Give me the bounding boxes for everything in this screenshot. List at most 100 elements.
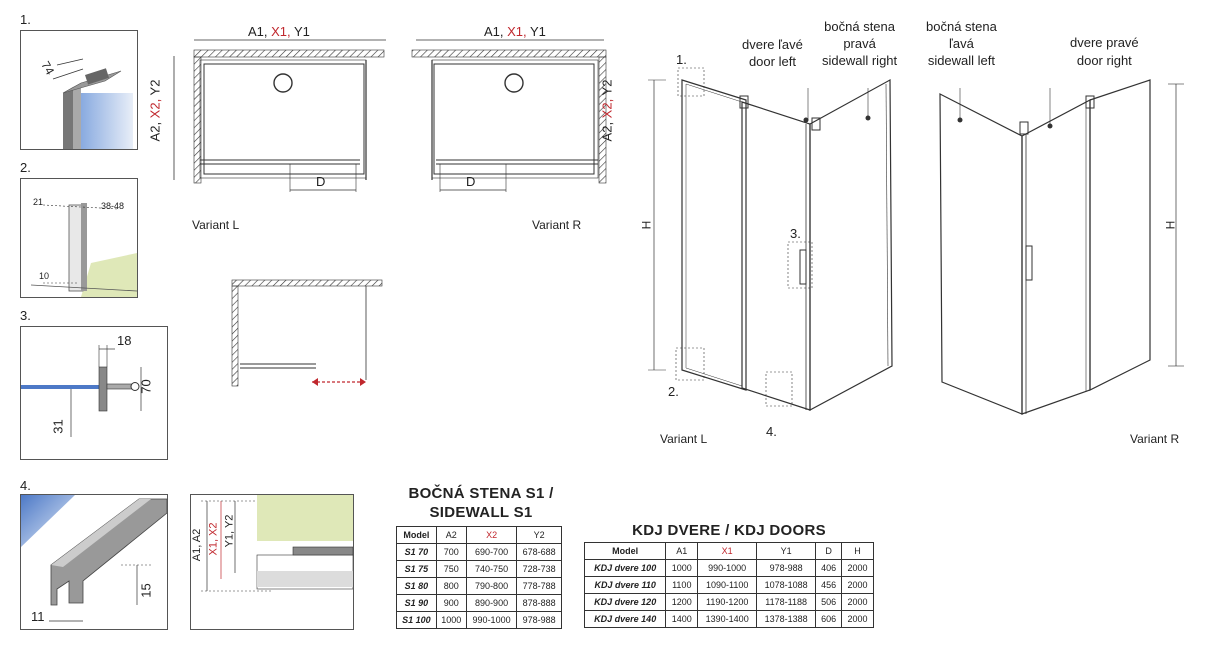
table-cell: 506 <box>815 593 843 611</box>
sidewall-left-label-en: sidewall left <box>927 53 996 68</box>
table-cell: S1 90 <box>396 594 437 612</box>
table-cell: 790-800 <box>465 577 518 595</box>
detail-3-drawing <box>21 345 142 437</box>
dim-a1: A1, <box>484 24 508 39</box>
plan-variant-l-label: Variant L <box>192 218 240 232</box>
sidewall-right-label-sk: bočná stena <box>824 19 895 34</box>
dim-y2: Y2 <box>599 79 615 96</box>
table-cell: 406 <box>815 559 843 577</box>
plan-l-top-dim: A1, X1, Y1 <box>248 24 310 39</box>
view3d-r-variant: Variant R <box>1130 432 1180 446</box>
table-cell: 2000 <box>841 559 874 577</box>
plan-views-drawing <box>173 39 607 192</box>
table-kdj-header-x1: X1 <box>697 542 758 560</box>
detail-1-panel: 74 <box>20 30 138 150</box>
table-cell: 700 <box>435 543 467 561</box>
plan-r-side-dim: A2, X2, Y2 <box>599 80 614 142</box>
door-left-label-sk: dvere ľavé <box>742 37 803 52</box>
table-cell: 2000 <box>841 576 874 594</box>
detail-4-panel: 15 11 <box>20 494 168 630</box>
table-cell: 690-700 <box>465 543 518 561</box>
table-cell: 978-988 <box>756 559 817 577</box>
dim-x1: X1, <box>507 24 531 39</box>
table-cell: 606 <box>815 610 843 628</box>
table-cell: 878-888 <box>516 594 562 612</box>
table-kdj-header-model: Model <box>583 542 667 560</box>
dim-y1: Y1 <box>294 24 310 39</box>
table-s1-title-line1: BOČNÁ STENA S1 / <box>408 485 554 502</box>
table-cell: 2000 <box>841 593 874 611</box>
door-right-label-en: door right <box>1076 53 1132 68</box>
detail-3-panel: 18 70 31 <box>20 326 168 460</box>
table-s1-header-row: Model A2 X2 Y2 <box>396 526 562 544</box>
table-cell: 2000 <box>841 610 874 628</box>
detail-3-dim-bottom: 31 <box>50 419 66 434</box>
table-s1-header-x2: X2 <box>465 526 518 544</box>
sidewall-detail-y: Y1, Y2 <box>223 514 236 548</box>
sidewall-detail-x: X1, X2 <box>207 522 220 556</box>
dim-a1: A1, <box>248 24 272 39</box>
table-s1-title-line2: SIDEWALL S1 <box>429 504 533 521</box>
view3d-variant-l-drawing <box>648 67 893 412</box>
view3d-r-sidewall-label: bočná stena ľavá sidewall left <box>926 18 997 69</box>
dim-x2: X2, <box>599 95 615 119</box>
table-s1-header-model: Model <box>396 526 437 544</box>
table-cell: 728-738 <box>516 560 562 578</box>
detail-4-dim-bottom: 11 <box>31 609 45 624</box>
table-cell: 1078-1088 <box>756 576 817 594</box>
table-cell: 1000 <box>665 559 699 577</box>
table-cell: 1000 <box>435 611 467 629</box>
sidewall-left-label-sk2: ľavá <box>949 36 974 51</box>
table-cell: 778-788 <box>516 577 562 595</box>
table-cell: 890-900 <box>465 594 518 612</box>
table-kdj-header-y1: Y1 <box>756 542 817 560</box>
sidewall-left-label-sk: bočná stena <box>926 19 997 34</box>
plan-variant-r-label: Variant R <box>532 218 582 232</box>
table-cell: S1 70 <box>396 543 437 561</box>
table-cell: KDJ dvere 120 <box>583 593 667 611</box>
detail-3-dim-top: 18 <box>117 333 132 348</box>
table-kdj-header-a1: A1 <box>665 542 699 560</box>
plan-l-d-label: D <box>316 174 326 189</box>
detail-2-dim-bottom: 10 <box>39 271 50 281</box>
table-cell: 990-1000 <box>465 611 518 629</box>
dim-a2: A2, <box>599 118 615 142</box>
detail-4-drawing <box>21 495 167 622</box>
detail-4-dim-right: 15 <box>138 583 154 598</box>
table-cell: 1178-1188 <box>756 593 817 611</box>
view3d-l-n4: 4. <box>766 424 777 439</box>
plan-r-top-dim: A1, X1, Y1 <box>484 24 546 39</box>
sidewall-right-label-sk2: pravá <box>843 36 876 51</box>
table-cell: 990-1000 <box>697 559 758 577</box>
table-cell: 1090-1100 <box>697 576 758 594</box>
view3d-l-door-label: dvere ľavé door left <box>742 36 803 70</box>
table-cell: S1 100 <box>396 611 437 629</box>
plan-l-side-dim: A2, X2, Y2 <box>147 80 162 142</box>
door-left-label-en: door left <box>748 54 796 69</box>
plan-variant-r <box>411 39 607 192</box>
dim-y2: Y2 <box>147 79 163 96</box>
table-kdj-header-d: D <box>815 542 843 560</box>
view3d-variant-r-drawing <box>939 79 1184 415</box>
detail-2-dim-top-right: 38-48 <box>101 201 125 211</box>
table-cell: 1390-1400 <box>697 610 758 628</box>
opening-plan-drawing <box>231 279 383 387</box>
view3d-l-n2: 2. <box>668 384 679 399</box>
table-cell: KDJ dvere 110 <box>583 576 667 594</box>
dim-x2: X2, <box>147 95 163 119</box>
sidewall-detail-panel: A1, A2 X1, X2 Y1, Y2 <box>190 494 354 630</box>
detail-3-dim-right: 70 <box>138 379 154 394</box>
detail-2-drawing <box>30 203 137 297</box>
dim-x1: X1, <box>271 24 295 39</box>
table-s1-header-y2: Y2 <box>516 526 562 544</box>
